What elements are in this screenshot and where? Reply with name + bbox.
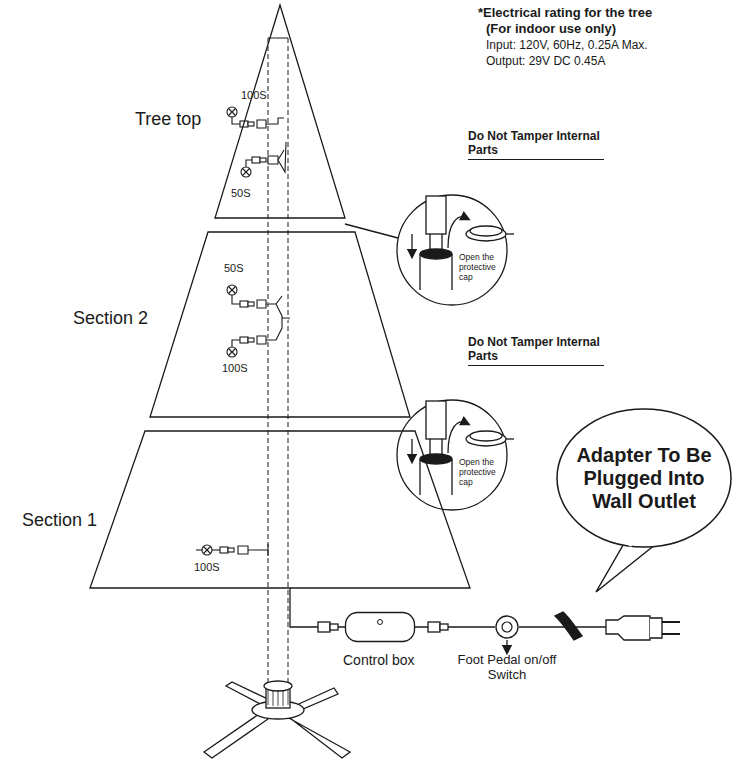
bulb-rating: 100S bbox=[194, 561, 220, 574]
tree-stand bbox=[204, 681, 350, 758]
bubble-tail bbox=[596, 540, 656, 592]
bulb-rating: 100S bbox=[222, 362, 248, 375]
rating-note: Input: 120V, 60Hz, 0.25A Max. bbox=[486, 39, 648, 53]
section-name: Section 1 bbox=[22, 510, 97, 531]
tree-top-section: Tree top100S50S bbox=[215, 5, 345, 218]
rating-note: *Electrical rating for the tree bbox=[478, 6, 652, 21]
control-box: Control box bbox=[345, 612, 415, 642]
wire bbox=[290, 588, 345, 627]
led-dot bbox=[378, 620, 383, 625]
trunk-pole bbox=[268, 38, 288, 690]
ring-inner bbox=[502, 622, 512, 632]
node-label: Adapter To Be Plugged Into Wall Outlet bbox=[570, 444, 718, 513]
box-outline bbox=[346, 613, 415, 642]
node-label: Foot Pedal on/off Switch bbox=[452, 653, 562, 683]
instruction-note: Open the protective cap bbox=[459, 458, 505, 487]
bulb-rating: 100S bbox=[241, 89, 267, 102]
section-name: Tree top bbox=[135, 109, 201, 130]
tree-top-section-outline bbox=[215, 5, 345, 218]
section-outline bbox=[150, 232, 410, 417]
section-outline bbox=[215, 5, 345, 218]
bubble-outline bbox=[557, 409, 731, 547]
bulb-rating: 50S bbox=[224, 262, 244, 275]
foot-pedal-switch-outline bbox=[495, 615, 519, 639]
section-outline bbox=[90, 431, 470, 588]
bubble-join bbox=[618, 538, 632, 545]
bulb-rating: 50S bbox=[231, 187, 251, 200]
power-cord bbox=[318, 560, 680, 650]
warning-label: Do Not Tamper Internal Parts bbox=[468, 130, 604, 160]
wire bbox=[415, 626, 495, 627]
tree-section: Section 1100S bbox=[90, 431, 470, 588]
rating-note: Output: 29V DC 0.45A bbox=[486, 55, 605, 69]
warning-label: Do Not Tamper Internal Parts bbox=[468, 336, 604, 366]
node-label: Control box bbox=[343, 652, 415, 668]
light-strings bbox=[196, 107, 290, 556]
tree-section-outline bbox=[150, 232, 410, 417]
tree-section: Section 250S100S bbox=[150, 232, 410, 417]
control-box-outline bbox=[345, 612, 415, 642]
ring-outer bbox=[496, 616, 518, 638]
instruction-note: Open the protective cap bbox=[459, 253, 505, 282]
callout-bubble: Adapter To Be Plugged Into Wall Outlet bbox=[556, 408, 732, 548]
rating-note: (For indoor use only) bbox=[486, 22, 616, 37]
tree-section-outline bbox=[90, 431, 470, 588]
foot-pedal-switch: Foot Pedal on/off Switch bbox=[495, 615, 519, 639]
section-name: Section 2 bbox=[73, 308, 148, 329]
